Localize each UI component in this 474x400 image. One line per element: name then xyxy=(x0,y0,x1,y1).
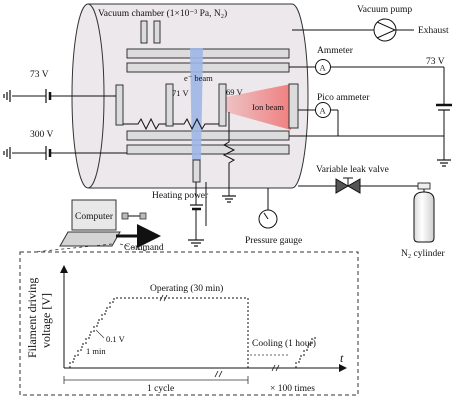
heating-power-battery xyxy=(188,182,207,247)
electrode-71v xyxy=(165,83,174,127)
usb-cable-icon xyxy=(121,212,147,220)
repeat-label: × 100 times xyxy=(270,384,315,394)
computer-icon xyxy=(59,199,121,247)
break-mark-operating xyxy=(159,294,168,302)
heating-power-label: Heating power xyxy=(152,191,209,201)
exhaust-label: Exhaust xyxy=(418,26,449,36)
ground-symbol-chamber xyxy=(222,195,236,203)
pico-ammeter-label: Pico ammeter xyxy=(317,93,370,103)
resistor-2 xyxy=(173,117,219,131)
electrode-69v xyxy=(218,83,227,127)
computer-label: Computer xyxy=(75,212,114,222)
ion-beam xyxy=(226,84,291,130)
graph-t-label: t xyxy=(340,351,344,365)
lower-plate-2 xyxy=(126,144,290,155)
ammeter-label: Ammeter xyxy=(317,46,354,56)
resistor-1 xyxy=(123,117,166,131)
e-beam-label: e⁻ beam xyxy=(184,73,213,83)
command-label: Command xyxy=(124,243,164,253)
n2-cylinder-label: N₂ cylinder xyxy=(401,249,446,259)
break-mark-cooling xyxy=(271,364,280,372)
pico-ammeter-icon xyxy=(315,102,331,118)
electron-beam xyxy=(190,48,203,160)
voltage-curve-next-cycle xyxy=(292,337,316,369)
ammeter-symbol: A xyxy=(320,63,327,73)
voltage-71-label: 71 V xyxy=(172,88,189,98)
upper-plate-1 xyxy=(126,48,290,59)
graph-ylabel-line1: Filament driving xyxy=(25,278,39,358)
cooling-label: Cooling (1 hour) xyxy=(252,338,316,349)
battery-300v xyxy=(3,146,127,160)
pressure-gauge-label: Pressure gauge xyxy=(245,236,302,246)
step-voltage-pointer xyxy=(95,329,105,339)
graph-panel xyxy=(19,251,359,396)
ion-beam-label: Ion beam xyxy=(252,102,284,112)
break-mark-cycle xyxy=(214,370,223,378)
left-electrode xyxy=(115,84,124,126)
filament-holder xyxy=(192,159,201,183)
variable-leak-valve-label: Variable leak valve xyxy=(316,165,389,175)
lower-plate-1 xyxy=(126,130,290,141)
upper-plate-2 xyxy=(126,62,290,73)
callout-line-left xyxy=(33,243,113,253)
voltage-73-right-label: 73 V xyxy=(426,57,445,67)
vacuum-pump-label: Vacuum pump xyxy=(357,5,412,15)
voltage-69-label: 69 V xyxy=(226,87,243,97)
top-electrode-left xyxy=(140,20,148,44)
graph-ylabel-line2: voltage [V] xyxy=(39,293,53,348)
ion-collector xyxy=(288,83,299,129)
battery-73v-left xyxy=(3,89,116,103)
operating-label: Operating (30 min) xyxy=(150,283,223,294)
step-voltage-label: 0.1 V xyxy=(106,334,126,344)
n2-cylinder-icon xyxy=(413,182,435,243)
leak-valve-icon xyxy=(335,177,361,194)
step-time-label: 1 min xyxy=(86,346,106,356)
ammeter-icon xyxy=(315,59,331,75)
chamber-title: Vacuum chamber (1×10⁻³ Pa, N₂) xyxy=(98,8,227,19)
pico-ammeter-symbol: A xyxy=(320,106,327,116)
voltage-curve-cycle xyxy=(66,297,268,369)
voltage-73-left-label: 73 V xyxy=(30,70,49,80)
resistor-3 xyxy=(222,112,236,196)
cycle-label: 1 cycle xyxy=(147,384,174,394)
voltage-300-label: 300 V xyxy=(30,130,53,140)
callout-line-right xyxy=(119,243,151,253)
battery-73v-right xyxy=(436,67,452,167)
top-electrode-right xyxy=(153,20,161,44)
